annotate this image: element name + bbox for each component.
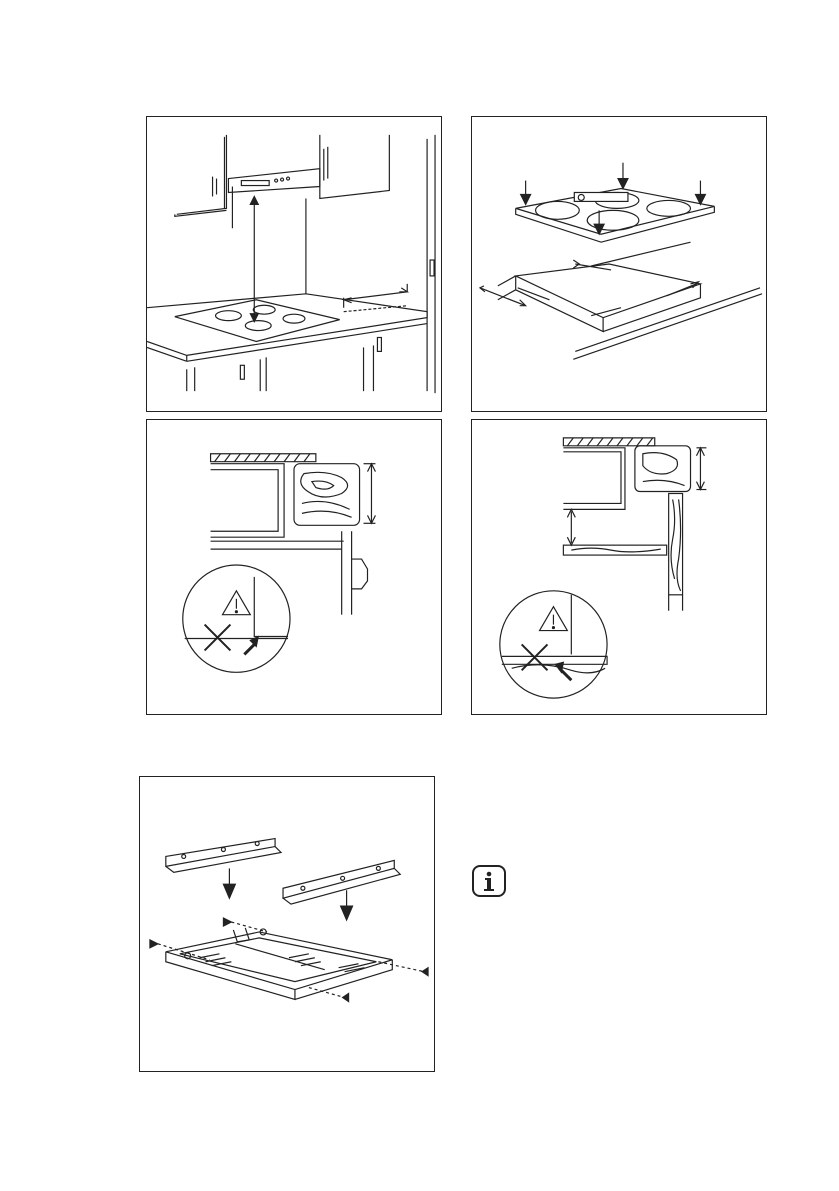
figure-hob-under-hood [146, 116, 442, 412]
hob-under-hood-illustration [147, 117, 441, 411]
drawer-clearance-illustration [147, 420, 441, 714]
info-icon-graphic [471, 864, 507, 898]
figure-hob-into-cutout [471, 116, 767, 412]
shelf-clearance-illustration [472, 420, 766, 714]
figure-protection-box-assembly [139, 776, 435, 1072]
info-icon [471, 864, 507, 898]
hob-into-cutout-illustration [472, 117, 766, 411]
protection-box-assembly-illustration [140, 777, 434, 1071]
figure-shelf-clearance [471, 419, 767, 715]
figure-drawer-clearance [146, 419, 442, 715]
